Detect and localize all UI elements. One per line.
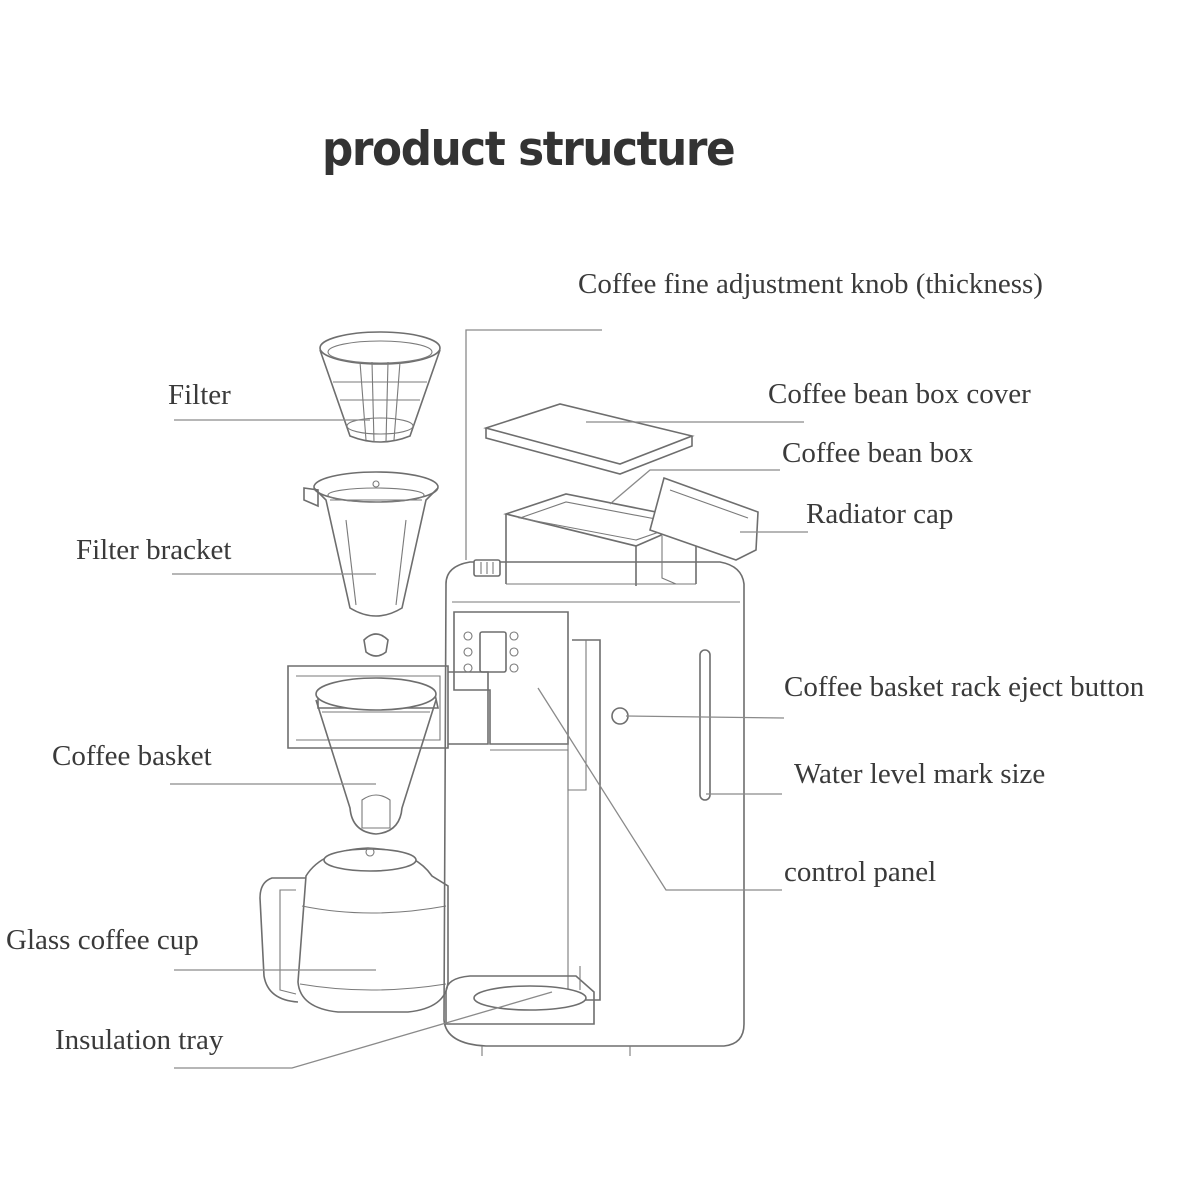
filter-bracket-drawing: [303, 471, 439, 657]
label-fine-adjustment-knob: Coffee fine adjustment knob (thickness): [578, 268, 1043, 300]
coffee-basket-drawing: [287, 665, 489, 835]
label-coffee-basket: Coffee basket: [52, 740, 212, 772]
label-glass-coffee-cup: Glass coffee cup: [6, 924, 199, 956]
label-insulation-tray: Insulation tray: [55, 1024, 224, 1056]
filter-drawing: [319, 331, 441, 443]
label-control-panel: control panel: [784, 856, 937, 888]
label-radiator-cap: Radiator cap: [806, 498, 954, 530]
radiator-cap-drawing: [649, 476, 759, 585]
bean-box-drawing: [483, 403, 699, 586]
label-water-level-mark: Water level mark size: [794, 758, 1046, 790]
label-bean-box-cover: Coffee bean box cover: [768, 378, 1031, 410]
label-bean-box: Coffee bean box: [782, 437, 974, 469]
label-filter-bracket: Filter bracket: [76, 534, 232, 566]
label-filter: Filter: [168, 379, 231, 411]
leader-lines: [170, 329, 808, 1069]
machine-body-drawing: [443, 559, 745, 1056]
label-eject-button: Coffee basket rack eject button: [784, 671, 1145, 703]
glass-coffee-cup-drawing: [259, 847, 449, 1013]
diagram-title: product structure: [322, 122, 736, 177]
